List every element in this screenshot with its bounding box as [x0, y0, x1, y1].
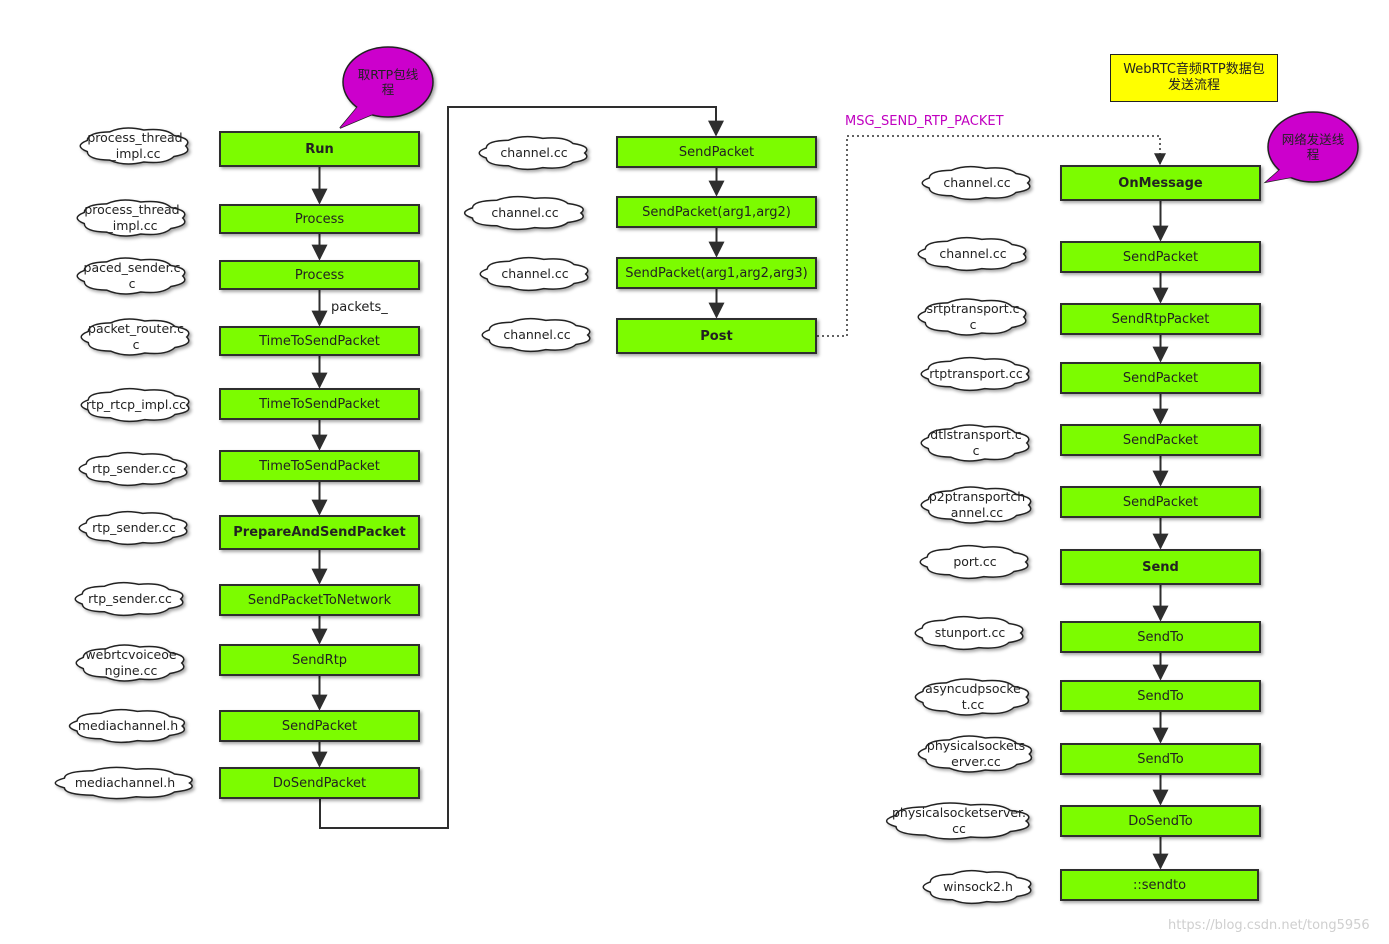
file-cloud-c2-2: channel.cc: [501, 266, 569, 281]
file-cloud-c3-8-shape: [914, 678, 1030, 716]
file-cloud-c1-10-shape: [54, 766, 193, 800]
fetch-thread-bubble-shape: [339, 46, 434, 129]
file-cloud-c1-0-shape: [79, 127, 189, 165]
file-cloud-c1-1: process_thread _impl.cc: [84, 202, 180, 233]
node-post-c2-3: Post: [616, 318, 817, 354]
file-cloud-c1-9-shape: [68, 708, 186, 744]
network-thread-bubble-shape: [1263, 111, 1359, 184]
file-cloud-c2-1: channel.cc: [491, 205, 559, 220]
file-cloud-c1-2-shape: [76, 257, 186, 295]
file-cloud-c3-4-shape: [920, 424, 1030, 462]
node-onmessage-c3-0: OnMessage: [1060, 165, 1261, 201]
node-sendpacket-c3-3: SendPacket: [1060, 362, 1261, 394]
file-cloud-c3-10-shape: [885, 802, 1030, 840]
node-prepareandsendpacket-c1-6: PrepareAndSendPacket: [219, 515, 420, 550]
packets-edge-label: packets_: [331, 300, 388, 315]
file-cloud-c2-1-shape: [463, 195, 584, 231]
node-sendpacket-arg1-arg2-arg3-c2-2: SendPacket(arg1,arg2,arg3): [616, 257, 817, 289]
file-cloud-c3-2-shape: [917, 298, 1027, 336]
node-sendto-c3-11: ::sendto: [1060, 869, 1259, 901]
file-cloud-c2-3-shape: [481, 317, 591, 353]
node-timetosendpacket-c1-4: TimeToSendPacket: [219, 388, 420, 420]
connector-col1-to-col2: [319, 106, 724, 829]
file-cloud-c3-6: port.cc: [953, 554, 997, 569]
node-process-c1-1: Process: [219, 204, 420, 234]
node-sendrtp-c1-8: SendRtp: [219, 644, 420, 676]
node-sendpacket-arg1-arg2-c2-1: SendPacket(arg1,arg2): [616, 196, 817, 228]
file-cloud-c1-1-shape: [76, 199, 186, 237]
node-timetosendpacket-c1-5: TimeToSendPacket: [219, 450, 420, 482]
file-cloud-c1-10: mediachannel.h: [74, 775, 176, 790]
file-cloud-c3-1-shape: [917, 236, 1027, 272]
file-cloud-c1-5-shape: [78, 451, 188, 487]
file-cloud-c1-9: mediachannel.h: [77, 718, 179, 733]
file-cloud-c1-6: rtp_sender.cc: [92, 520, 176, 535]
file-cloud-c1-3: packet_router.c c: [88, 321, 184, 352]
file-cloud-c3-9: physicalsockets erver.cc: [926, 738, 1026, 769]
node-sendpacket-c2-0: SendPacket: [616, 136, 817, 168]
node-sendpackettonetwork-c1-7: SendPacketToNetwork: [219, 584, 420, 616]
fetch-thread-bubble: 取RTP包线 程: [357, 67, 419, 97]
file-cloud-c1-5: rtp_sender.cc: [92, 461, 176, 476]
file-cloud-c2-0-shape: [478, 135, 588, 171]
message-edge-label: MSG_SEND_RTP_PACKET: [845, 114, 1004, 129]
file-cloud-c3-3: rtptransport.cc: [929, 366, 1023, 381]
node-sendpacket-c3-1: SendPacket: [1060, 241, 1261, 273]
file-cloud-c3-11: winsock2.h: [943, 879, 1013, 894]
file-cloud-c3-2: srtptransport.c c: [926, 301, 1020, 332]
network-thread-bubble: 网络发送线 程: [1281, 132, 1345, 162]
node-timetosendpacket-c1-3: TimeToSendPacket: [219, 326, 420, 356]
node-dosendpacket-c1-10: DoSendPacket: [219, 767, 420, 799]
file-cloud-c2-0: channel.cc: [500, 145, 568, 160]
node-sendpacket-c3-4: SendPacket: [1060, 424, 1261, 456]
watermark: https://blog.csdn.net/tong5956: [1168, 918, 1370, 933]
file-cloud-c1-7-shape: [74, 581, 184, 617]
file-cloud-c3-0: channel.cc: [943, 175, 1011, 190]
file-cloud-c1-0: process_thread _impl.cc: [87, 130, 183, 161]
file-cloud-c1-4: rtp_rtcp_impl.cc: [85, 397, 187, 412]
node-sendto-c3-9: SendTo: [1060, 743, 1261, 775]
file-cloud-c3-1: channel.cc: [939, 246, 1007, 261]
file-cloud-c3-7-shape: [914, 615, 1024, 651]
file-cloud-c2-3: channel.cc: [503, 327, 571, 342]
file-cloud-c3-0-shape: [921, 165, 1031, 201]
node-sendto-c3-7: SendTo: [1060, 621, 1261, 653]
file-cloud-c1-7: rtp_sender.cc: [88, 591, 172, 606]
file-cloud-c3-5: p2ptransportch annel.cc: [928, 489, 1026, 520]
file-cloud-c3-7: stunport.cc: [934, 625, 1006, 640]
file-cloud-c1-2: paced_sender.c c: [83, 260, 181, 291]
node-sendrtppacket-c3-2: SendRtpPacket: [1060, 303, 1261, 335]
file-cloud-c3-3-shape: [920, 356, 1030, 392]
node-run-c1-0: Run: [219, 131, 420, 167]
node-dosendto-c3-10: DoSendTo: [1060, 805, 1261, 837]
file-cloud-c3-10: physicalsocketserver. cc: [891, 805, 1027, 836]
node-sendpacket-c3-5: SendPacket: [1060, 486, 1261, 518]
node-send-c3-6: Send: [1060, 549, 1261, 585]
file-cloud-c1-4-shape: [80, 387, 190, 423]
file-cloud-c1-8-shape: [75, 644, 185, 682]
file-cloud-c3-5-shape: [920, 486, 1032, 524]
file-cloud-c3-8: asyncudpsocke t.cc: [925, 681, 1021, 712]
file-cloud-c3-6-shape: [919, 544, 1029, 580]
file-cloud-c2-2-shape: [479, 256, 589, 292]
node-sendpacket-c1-9: SendPacket: [219, 710, 420, 742]
file-cloud-c1-3-shape: [80, 318, 190, 356]
file-cloud-c3-9-shape: [917, 735, 1033, 773]
file-cloud-c1-8: webrtcvoiceoe ngine.cc: [85, 647, 177, 678]
title-note: WebRTC音频RTP数据包 发送流程: [1110, 54, 1278, 102]
file-cloud-c3-11-shape: [922, 869, 1032, 905]
file-cloud-c1-6-shape: [78, 510, 188, 546]
node-sendto-c3-8: SendTo: [1060, 680, 1261, 712]
file-cloud-c3-4: dtlstransport.c c: [930, 427, 1022, 458]
node-process-c1-2: Process: [219, 260, 420, 290]
message-connector: [817, 135, 1166, 337]
